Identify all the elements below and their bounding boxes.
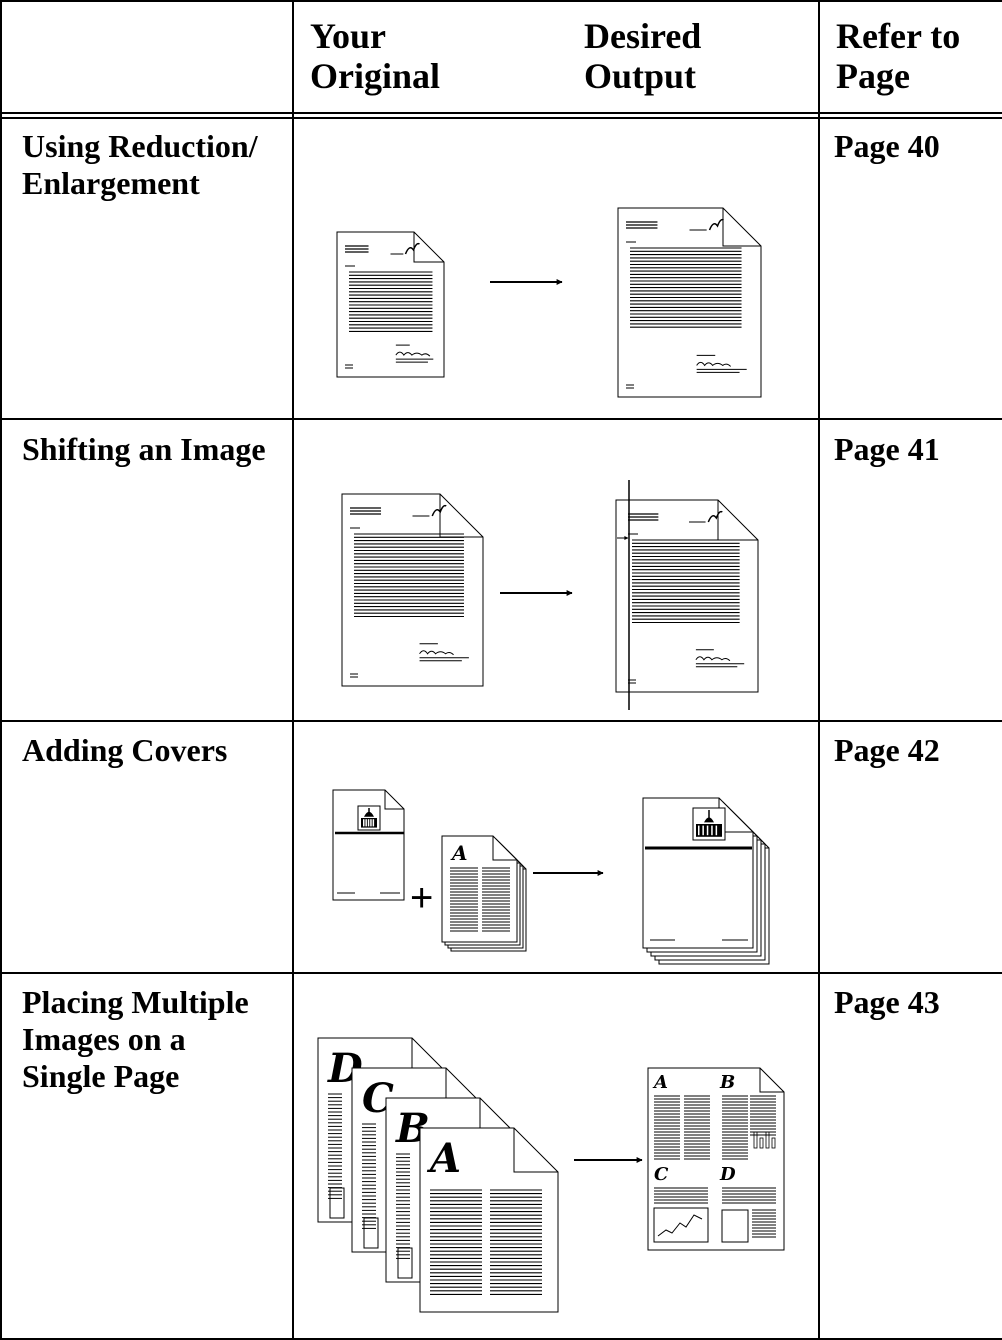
header-your-original: Your Original: [310, 16, 440, 96]
page-letter: C: [654, 1164, 669, 1185]
header-original: Original: [310, 56, 441, 96]
column-divider: [818, 0, 820, 1340]
header-desired: Desired: [584, 16, 702, 56]
table-left-border: [0, 0, 2, 1340]
header-refer-to: Refer to: [836, 16, 961, 56]
feature-label: Placing Multiple Images on a Single Page: [22, 984, 249, 1094]
body-pages-stack-icon: A: [441, 835, 527, 952]
page-reference: Page 41: [834, 431, 940, 467]
header-divider-2: [0, 117, 1002, 119]
header-your: Your: [310, 16, 387, 56]
letter-page-original-icon: [336, 231, 445, 378]
row-divider: [0, 720, 1002, 722]
letter-page-enlarged-icon: [617, 207, 762, 398]
feature-label: Using Reduction/ Enlargement: [22, 128, 258, 201]
page-reference: Page 43: [834, 984, 940, 1020]
header-divider-1: [0, 112, 1002, 114]
feature-label: Adding Covers: [22, 732, 228, 768]
row-divider: [0, 972, 1002, 974]
svg-text:A: A: [450, 841, 468, 865]
header-desired-output: Desired Output: [584, 16, 701, 96]
row-divider: [0, 418, 1002, 420]
letter-page-original-icon: [341, 493, 484, 687]
page-reference: Page 42: [834, 732, 940, 768]
combined-page-icon: A B C D: [647, 1067, 785, 1251]
page-reference: Page 40: [834, 128, 940, 164]
page-letter: B: [719, 1072, 735, 1093]
table-top-border: [0, 0, 1002, 2]
feature-label: Shifting an Image: [22, 431, 266, 467]
column-divider: [292, 0, 294, 1340]
page-letter: A: [652, 1072, 668, 1093]
letter-page-shifted-icon: [615, 480, 759, 710]
header-page: Page: [836, 56, 910, 96]
page-letter: D: [719, 1164, 736, 1185]
cover-page-icon: [332, 789, 405, 901]
header-refer-to-page: Refer to Page: [836, 16, 960, 96]
plus-sign: +: [410, 876, 434, 920]
page-letter: A: [426, 1135, 461, 1182]
table-bottom-border: [0, 1338, 1002, 1340]
covered-document-icon: [642, 797, 770, 965]
header-output: Output: [584, 56, 697, 96]
